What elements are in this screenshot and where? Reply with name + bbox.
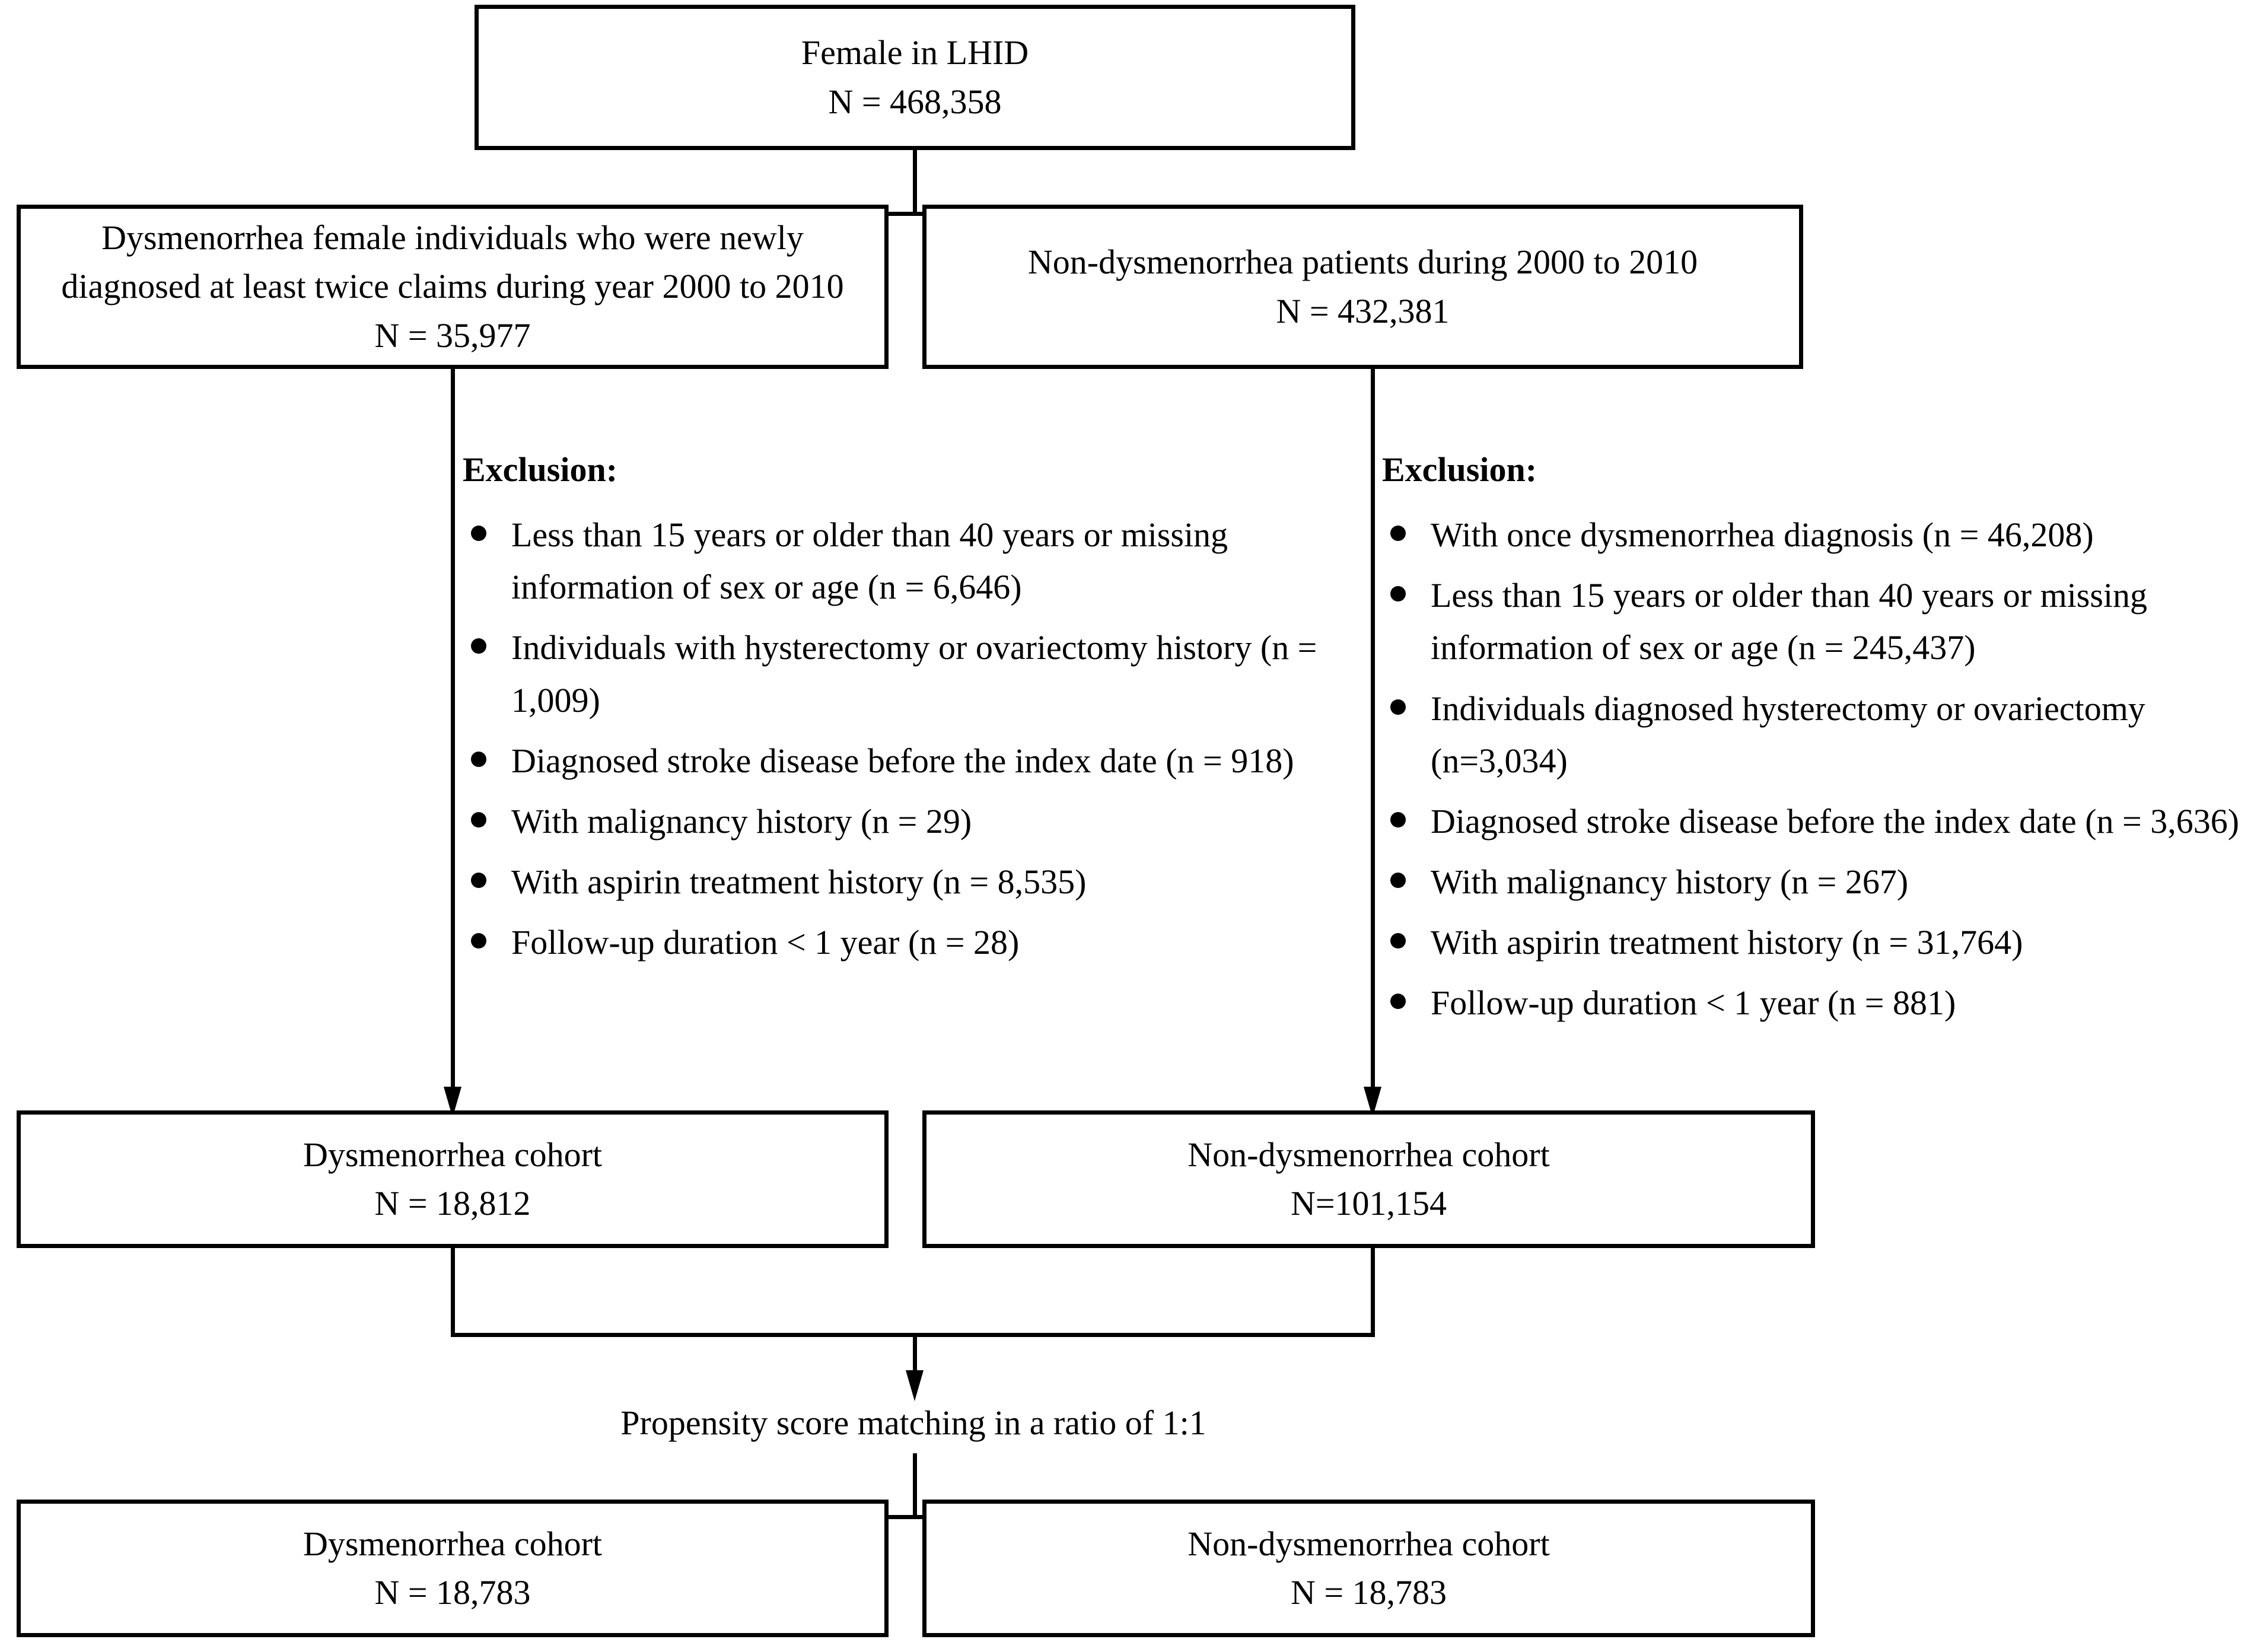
exclusions-left-list: Less than 15 years or older than 40 year… [463,509,1346,969]
connector-dysmenorrhea-exclusion-shaft [451,369,455,1094]
connector-non-dysmenorrhea-exclusion-shaft [1371,369,1375,1094]
list-item-text: Individuals with hysterectomy or ovariec… [511,628,1317,720]
list-item: Individuals diagnosed hysterectomy or ov… [1382,683,2248,787]
caption-propensity-matching: Propensity score matching in a ratio of … [620,1403,1206,1442]
node-dysmenorrhea-source-title-line2: diagnosed at least twice claims during y… [61,267,844,306]
bullet-icon [471,638,486,654]
list-item-text: Follow-up duration < 1 year (n = 28) [511,923,1020,962]
list-item-text: Diagnosed stroke disease before the inde… [511,741,1294,780]
list-item-text: Diagnosed stroke disease before the inde… [1431,801,2240,841]
list-item: With aspirin treatment history (n = 31,7… [1382,916,2248,969]
node-dysmenorrhea-matched-count: N = 18,783 [374,1573,531,1612]
list-item-text: Individuals diagnosed hysterectomy or ov… [1431,689,2145,780]
bullet-icon [471,873,486,889]
connector-source-stem [913,150,917,215]
node-non-dysmenorrhea-cohort: Non-dysmenorrhea cohort N=101,154 [922,1110,1815,1248]
connector-split-bar-row2 [451,212,1375,216]
bullet-icon [471,526,486,542]
connector-merge-left-stem [451,1248,455,1337]
bullet-icon [1390,526,1406,542]
connector-merge-right-stem [1371,1248,1375,1337]
bullet-icon [1390,699,1406,715]
list-item: With malignancy history (n = 267) [1382,856,2248,908]
node-dysmenorrhea-cohort: Dysmenorrhea cohort N = 18,812 [17,1110,889,1248]
list-item: Follow-up duration < 1 year (n = 881) [1382,977,2248,1029]
exclusions-right-title: Exclusion: [1382,450,1537,489]
connector-merge-center-stem [913,1333,917,1377]
list-item: Diagnosed stroke disease before the inde… [463,735,1346,787]
node-source-title: Female in LHID [801,33,1029,72]
node-dysmenorrhea-matched: Dysmenorrhea cohort N = 18,783 [17,1500,889,1637]
bullet-icon [1390,586,1406,602]
bullet-icon [471,933,486,949]
bullet-icon [1390,933,1406,949]
list-item-text: With once dysmenorrhea diagnosis (n = 46… [1431,515,2094,555]
node-dysmenorrhea-cohort-count: N = 18,812 [374,1184,531,1223]
list-item: Diagnosed stroke disease before the inde… [1382,795,2248,848]
list-item: Follow-up duration < 1 year (n = 28) [463,916,1346,969]
node-non-dysmenorrhea-source: Non-dysmenorrhea patients during 2000 to… [922,205,1803,369]
list-item-text: With malignancy history (n = 267) [1431,862,1909,902]
node-non-dysmenorrhea-matched-count: N = 18,783 [1290,1573,1447,1612]
node-non-dysmenorrhea-cohort-count: N=101,154 [1290,1184,1447,1223]
list-item-text: Less than 15 years or older than 40 year… [511,515,1228,607]
bullet-icon [1390,811,1406,827]
list-item-text: Follow-up duration < 1 year (n = 881) [1431,983,1956,1023]
node-non-dysmenorrhea-matched: Non-dysmenorrhea cohort N = 18,783 [922,1500,1815,1637]
list-item: Less than 15 years or older than 40 year… [463,509,1346,613]
list-item: With malignancy history (n = 29) [463,795,1346,848]
node-source: Female in LHID N = 468,358 [475,5,1355,150]
connector-split-bar-row5 [451,1515,1375,1519]
list-item-text: With malignancy history (n = 29) [511,801,972,841]
arrowhead-to-propensity-matching [906,1370,924,1401]
exclusions-right-list: With once dysmenorrhea diagnosis (n = 46… [1382,509,2248,1029]
node-non-dysmenorrhea-cohort-title: Non-dysmenorrhea cohort [1187,1135,1550,1174]
bullet-icon [471,811,486,827]
node-dysmenorrhea-source: Dysmenorrhea female individuals who were… [17,205,889,369]
list-item: Less than 15 years or older than 40 year… [1382,569,2248,674]
list-item-text: With aspirin treatment history (n = 8,53… [511,862,1087,902]
node-dysmenorrhea-cohort-title: Dysmenorrhea cohort [303,1135,603,1174]
bullet-icon [1390,994,1406,1010]
list-item: Individuals with hysterectomy or ovariec… [463,622,1346,726]
bullet-icon [1390,873,1406,889]
node-dysmenorrhea-source-title-line1: Dysmenorrhea female individuals who were… [101,218,804,257]
exclusions-left-title: Exclusion: [463,450,618,489]
list-item: With once dysmenorrhea diagnosis (n = 46… [1382,509,2248,561]
node-source-count: N = 468,358 [828,82,1002,121]
list-item: With aspirin treatment history (n = 8,53… [463,856,1346,908]
list-item-text: Less than 15 years or older than 40 year… [1431,576,2148,667]
bullet-icon [471,751,486,767]
connector-post-matching-stem [913,1453,917,1519]
node-dysmenorrhea-source-count: N = 35,977 [374,316,531,355]
list-item-text: With aspirin treatment history (n = 31,7… [1431,923,2023,962]
exclusions-right: Exclusion: With once dysmenorrhea diagno… [1382,444,2248,1038]
node-non-dysmenorrhea-source-count: N = 432,381 [1276,291,1450,330]
node-non-dysmenorrhea-source-title: Non-dysmenorrhea patients during 2000 to… [1027,243,1698,282]
node-non-dysmenorrhea-matched-title: Non-dysmenorrhea cohort [1187,1524,1550,1563]
node-dysmenorrhea-matched-title: Dysmenorrhea cohort [303,1524,603,1563]
exclusions-left: Exclusion: Less than 15 years or older t… [463,444,1346,977]
